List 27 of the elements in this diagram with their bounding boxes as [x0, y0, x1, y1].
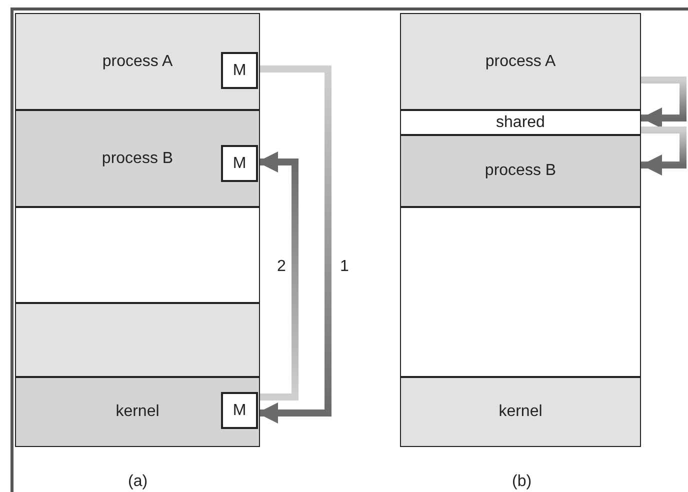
empty-memory-region	[15, 207, 260, 303]
panel-caption: (a)	[128, 473, 148, 491]
region-label: process B	[484, 162, 556, 180]
memory-region	[400, 135, 641, 207]
memory-region	[15, 377, 260, 447]
region-label: process A	[102, 52, 173, 70]
memory-region	[15, 13, 260, 110]
region-label: process A	[485, 52, 556, 70]
arrow	[641, 126, 686, 176]
empty-memory-region	[15, 303, 260, 377]
message-box	[221, 52, 258, 89]
region-label: M	[232, 62, 246, 80]
memory-region	[15, 110, 260, 207]
region-label: M	[232, 402, 246, 420]
panel-caption: (b)	[512, 473, 532, 491]
region-label: process B	[102, 150, 174, 168]
memory-region	[400, 110, 641, 135]
memory-region	[400, 13, 641, 110]
region-label: M	[232, 154, 246, 172]
empty-memory-region	[400, 207, 641, 377]
memory-region	[400, 377, 641, 447]
region-label: kernel	[498, 403, 542, 421]
message-box	[221, 392, 258, 429]
region-label: kernel	[116, 403, 160, 421]
region-label: shared	[496, 114, 545, 132]
message-box	[221, 145, 258, 182]
arrow	[641, 76, 686, 128]
